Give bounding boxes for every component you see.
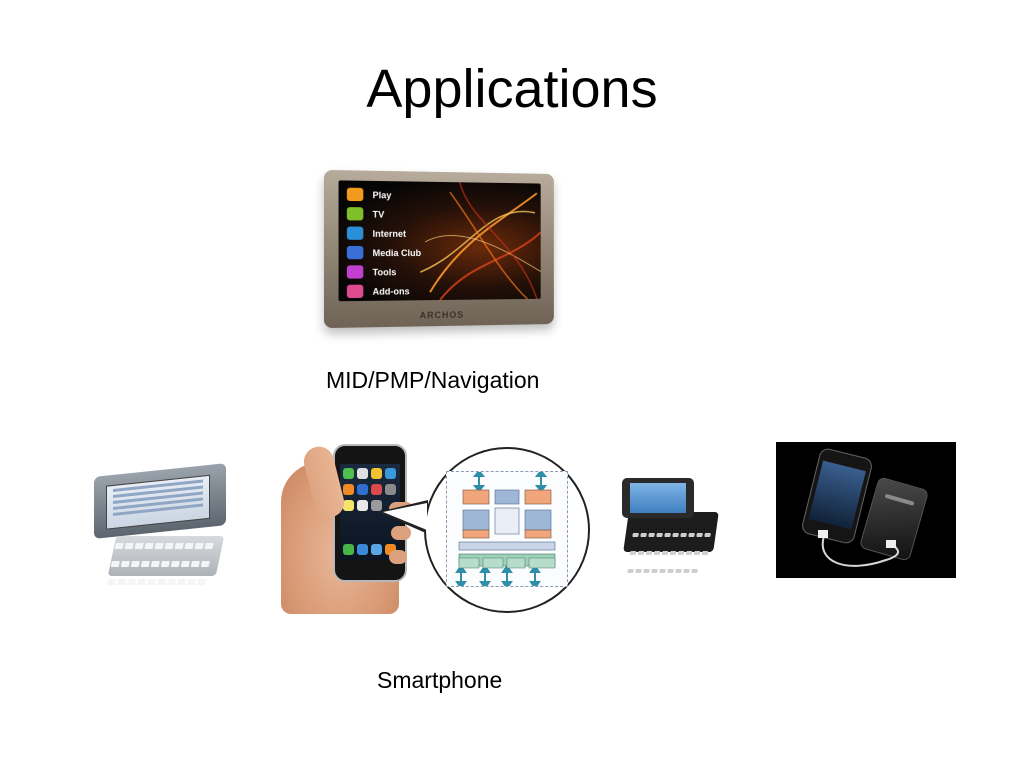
archos-menu-item: TV	[346, 204, 421, 224]
media-club-icon	[346, 245, 364, 260]
archos-menu-item: Add-ons	[346, 281, 421, 301]
nokia-tablet-image	[94, 463, 228, 585]
archos-menu-label: Media Club	[372, 247, 422, 258]
archos-menu-item: Tools	[346, 262, 421, 282]
g1-android-phone-image	[622, 478, 719, 573]
internet-icon	[346, 226, 364, 240]
iphone-battery-pack-image	[776, 442, 956, 578]
archos-menu-label: Tools	[372, 266, 397, 277]
archos-menu-label: Add-ons	[372, 285, 410, 297]
caption-mid-pmp-navigation: MID/PMP/Navigation	[326, 367, 540, 393]
archos-pmp-image: Play TV Internet Media Club Tools	[323, 169, 554, 329]
arm-chip-diagram-image	[424, 447, 590, 613]
archos-menu-item: Internet	[346, 223, 421, 243]
play-icon	[346, 187, 364, 202]
tv-icon	[346, 207, 364, 221]
arm-chip-block	[446, 469, 568, 590]
light-swirl-graphic	[420, 182, 541, 301]
nokia-keyboard	[106, 536, 225, 585]
archos-menu-label: Play	[372, 189, 392, 200]
caption-smartphone: Smartphone	[377, 667, 503, 693]
add-ons-icon	[346, 284, 364, 299]
g1-screen	[630, 483, 686, 513]
tools-icon	[346, 265, 364, 279]
g1-keyboard	[623, 512, 719, 573]
archos-menu-label: TV	[372, 208, 385, 220]
slide-title: Applications	[366, 59, 658, 119]
chip-arrows-graphic	[455, 469, 556, 590]
archos-menu-item: Play	[346, 185, 421, 205]
archos-screen: Play TV Internet Media Club Tools	[338, 180, 541, 302]
archos-menu-item: Media Club	[346, 243, 422, 262]
bubble-tail-inner	[383, 503, 427, 530]
nokia-screen-body	[94, 463, 226, 539]
nokia-screen	[106, 474, 210, 530]
g1-screen-body	[622, 478, 694, 518]
archos-menu: Play TV Internet Media Club Tools	[346, 185, 422, 302]
archos-menu-label: Internet	[372, 228, 407, 239]
charging-cable-graphic	[818, 530, 899, 567]
archos-logo: ARCHOS	[419, 309, 465, 321]
finger	[389, 550, 407, 564]
